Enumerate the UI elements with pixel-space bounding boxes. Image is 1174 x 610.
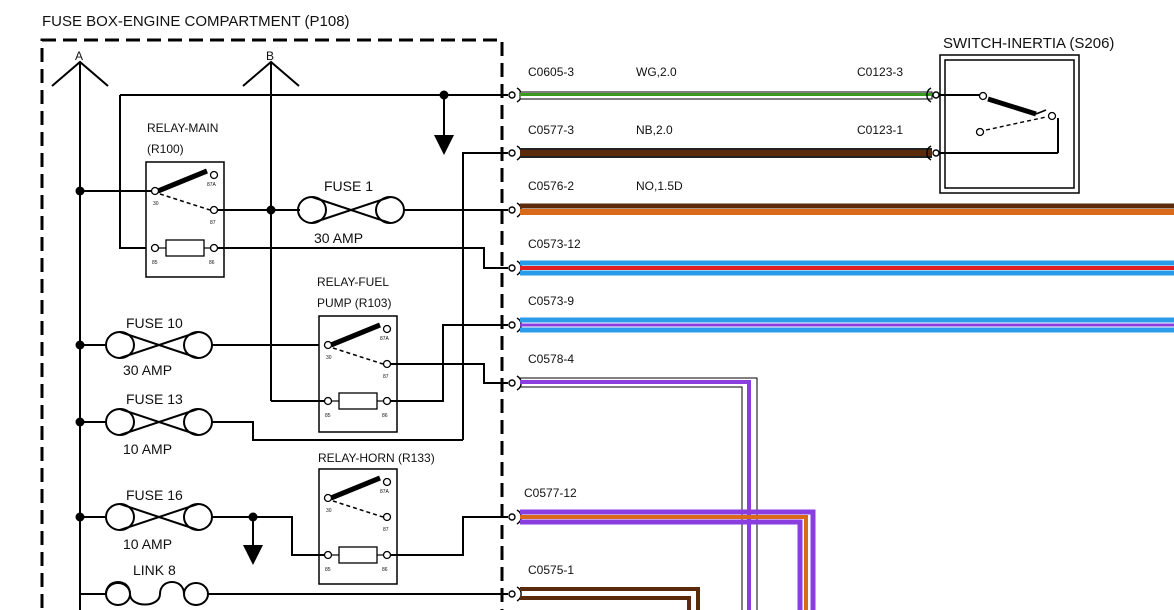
wire-spec: NB,2.0 [636, 123, 673, 137]
switch-inertia: SWITCH-INERTIA (S206) [926, 35, 1114, 194]
wire-stripe [520, 596, 691, 610]
fuse-16-name: FUSE 16 [126, 487, 183, 503]
ground-symbol-top [434, 135, 454, 155]
svg-text:87: 87 [383, 374, 389, 380]
fuse-16: FUSE 16 10 AMP [105, 487, 213, 552]
connector-labels: C0605-3 WG,2.0 C0123-3 C0577-3 NB,2.0 C0… [524, 65, 903, 577]
svg-text:85: 85 [325, 567, 331, 573]
relay-fuel-code: PUMP (R103) [317, 296, 391, 310]
fuse-16-rating: 10 AMP [123, 536, 172, 552]
fuse-10: FUSE 10 30 AMP [105, 315, 213, 378]
bus-b: B [242, 49, 300, 401]
connector-label: C0577-12 [524, 486, 577, 500]
svg-text:86: 86 [382, 567, 388, 573]
fuse-10-name: FUSE 10 [126, 315, 183, 331]
link-8: LINK 8 [80, 562, 508, 606]
fuse-10-rating: 30 AMP [123, 362, 172, 378]
fuse-13: FUSE 13 10 AMP [105, 391, 213, 457]
connector-label: C0573-9 [528, 294, 574, 308]
wire-stripe [520, 380, 751, 610]
link-8-name: LINK 8 [133, 562, 176, 578]
ground-symbol-bottom [243, 545, 263, 565]
bus-a: A [51, 49, 109, 610]
svg-text:87A: 87A [380, 336, 390, 342]
switch-title: SWITCH-INERTIA (S206) [943, 35, 1114, 52]
wire-spec: WG,2.0 [636, 65, 677, 79]
connector-symbols [508, 87, 522, 602]
wire-stripe [520, 519, 803, 610]
connector-label: C0575-1 [528, 563, 574, 577]
wire-c0578-4 [520, 377, 758, 610]
svg-text:30: 30 [326, 508, 332, 514]
fuse-box-title: FUSE BOX-ENGINE COMPARTMENT (P108) [42, 13, 350, 30]
connector-label: C0578-4 [528, 352, 574, 366]
main-relay-coil-wire [119, 90, 508, 249]
bus-b-label: B [266, 49, 274, 63]
wire-c0577-12 [520, 509, 816, 610]
relay-fuel-pump: RELAY-FUEL PUMP (R103) 30 87A 87 85 86 [317, 275, 398, 433]
relay-main: RELAY-MAIN (R100) 30 87A 87 85 86 [145, 121, 225, 278]
relay-horn-name: RELAY-HORN (R133) [318, 451, 435, 465]
svg-text:87: 87 [383, 527, 389, 533]
wire-stripe [520, 515, 808, 610]
relay-fuel-name: RELAY-FUEL [317, 275, 389, 289]
harness-wires [519, 91, 1174, 610]
far-connector-label: C0123-1 [857, 123, 903, 137]
svg-text:85: 85 [325, 413, 331, 419]
connector-label: C0573-12 [528, 237, 581, 251]
bus-a-label: A [75, 49, 83, 63]
svg-text:86: 86 [209, 260, 215, 266]
relay-main-code: (R100) [147, 142, 184, 156]
svg-text:30: 30 [326, 355, 332, 361]
relay-main-name: RELAY-MAIN [147, 121, 218, 135]
fuse-box-boundary [40, 38, 504, 610]
svg-text:85: 85 [152, 260, 158, 266]
connector-label: C0605-3 [528, 65, 574, 79]
connector-label: C0576-2 [528, 179, 574, 193]
fuse-1: FUSE 1 30 AMP [297, 178, 405, 246]
svg-text:87A: 87A [207, 182, 217, 188]
wire-c0575-1 [520, 587, 700, 610]
connector-label: C0577-3 [528, 123, 574, 137]
fuse-1-rating: 30 AMP [314, 230, 363, 246]
fuse-13-rating: 10 AMP [123, 441, 172, 457]
svg-text:87A: 87A [380, 489, 390, 495]
fuse-13-name: FUSE 13 [126, 391, 183, 407]
far-connector-label: C0123-3 [857, 65, 903, 79]
fuse-1-name: FUSE 1 [324, 178, 373, 194]
svg-text:86: 86 [382, 413, 388, 419]
svg-text:30: 30 [153, 201, 159, 207]
relay-horn: RELAY-HORN (R133) 30 87A 87 85 86 [318, 451, 435, 585]
svg-text:87: 87 [210, 220, 216, 226]
wire-spec: NO,1.5D [636, 179, 683, 193]
